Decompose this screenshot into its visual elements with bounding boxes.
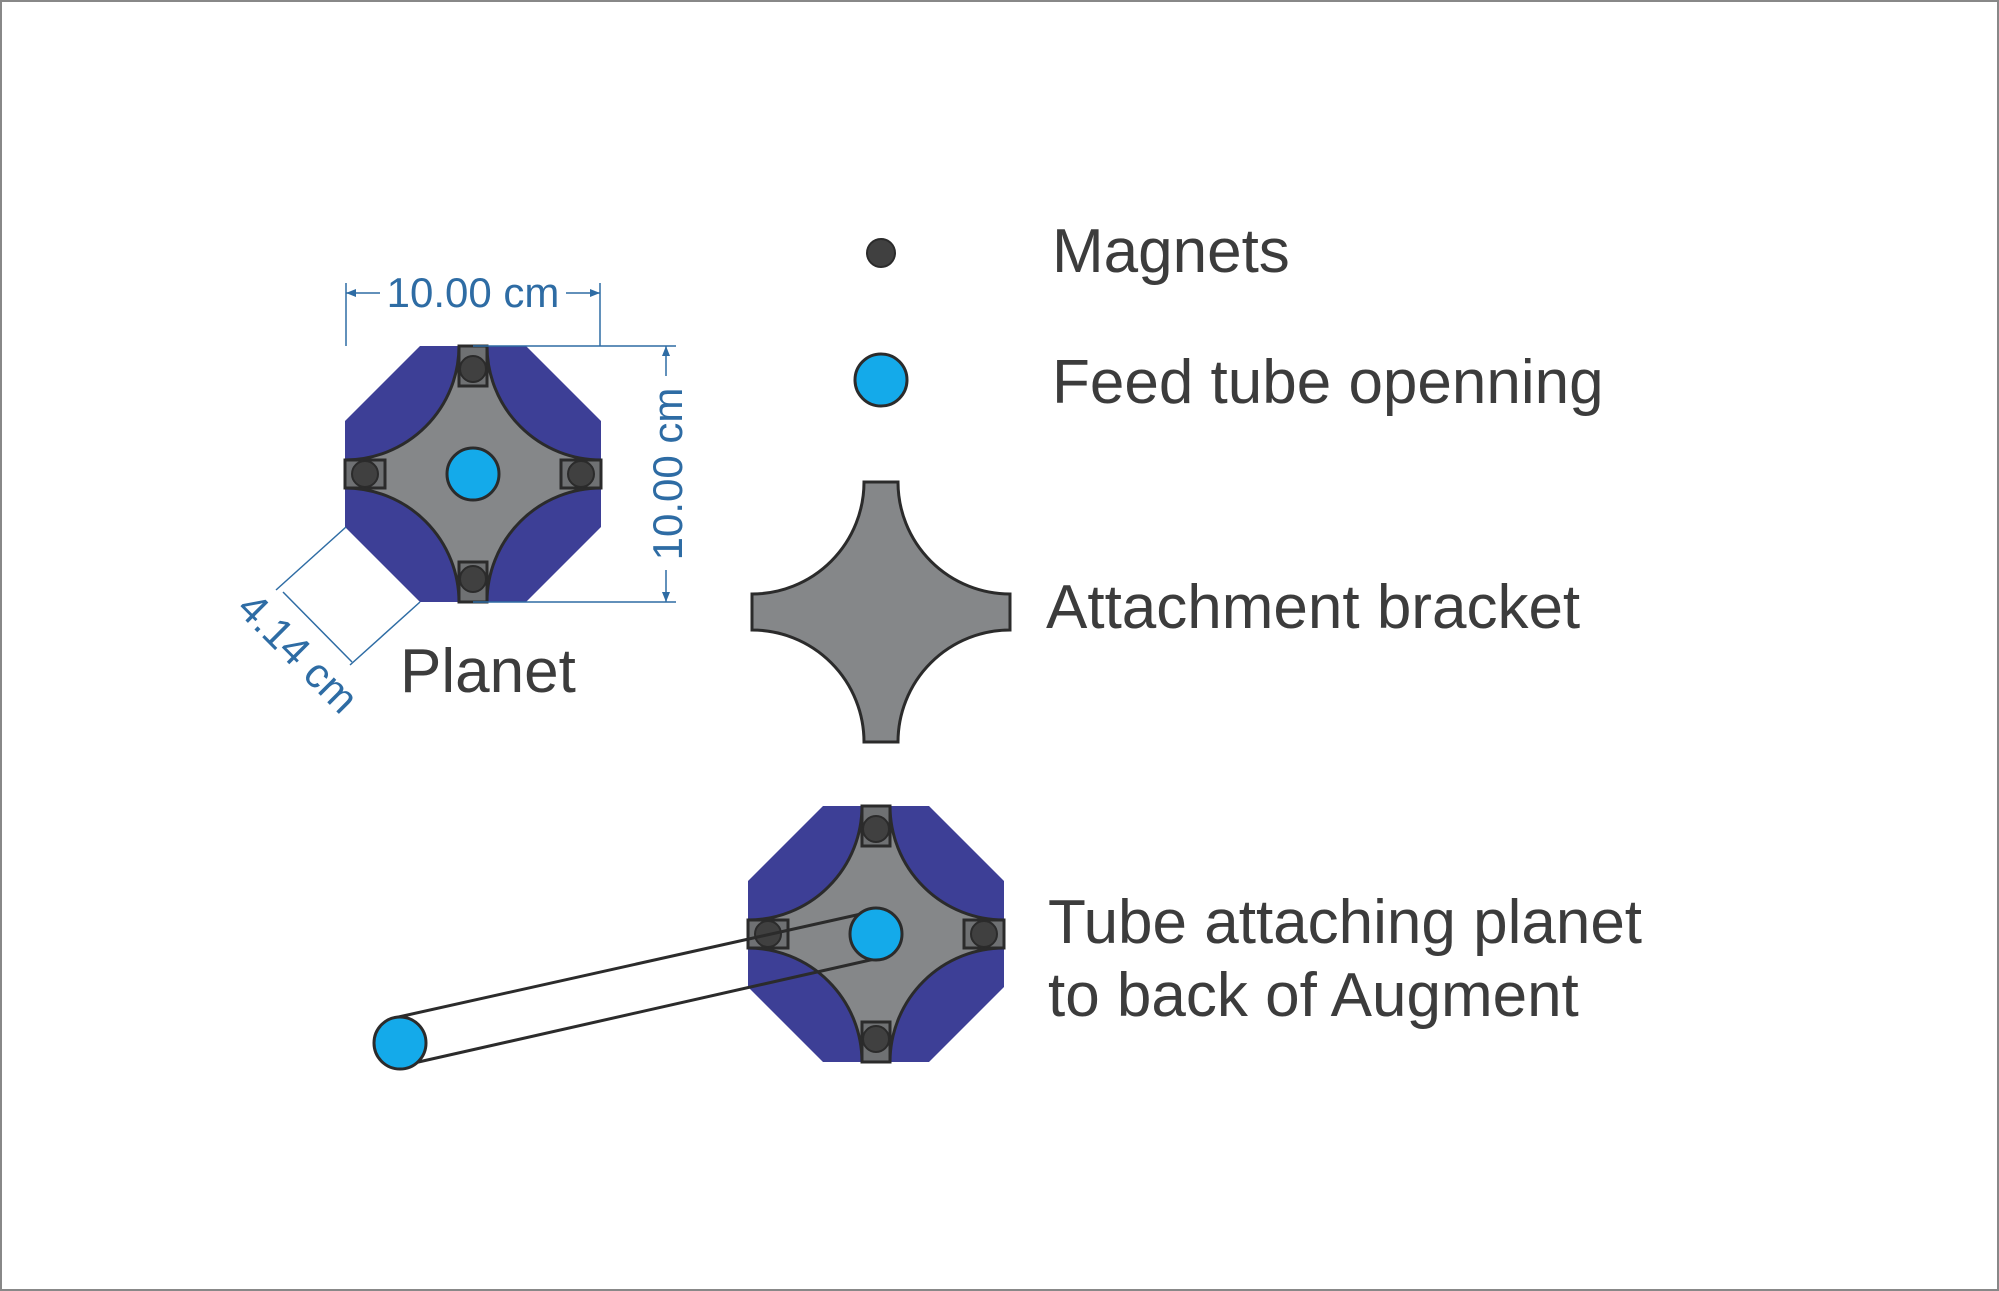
magnet-right (567, 460, 595, 488)
legend-magnets-label: Magnets (1052, 217, 1290, 286)
legend-bracket-label: Attachment bracket (1046, 573, 1580, 642)
planet-label: Planet (400, 637, 576, 706)
legend-tube-label-line2: to back of Augment (1048, 961, 1579, 1030)
width-dimension: 10.00 cm (345, 269, 601, 346)
legend-feed-tube-icon (853, 352, 909, 408)
legend-bracket-shape (750, 480, 1012, 744)
width-dimension-label: 10.00 cm (387, 269, 560, 316)
legend-feed-tube-label: Feed tube openning (1052, 348, 1604, 417)
legend-tube-label-line1: Tube attaching planet (1048, 888, 1642, 957)
magnet-right (970, 920, 998, 948)
magnet-top (459, 355, 487, 383)
feed-tube-opening (848, 906, 904, 962)
planet-bottom (746, 804, 1006, 1064)
magnet-bottom (459, 565, 487, 593)
magnet-top (862, 815, 890, 843)
magnet-bottom (862, 1025, 890, 1053)
tube-end-opening (372, 1015, 428, 1071)
legend-magnet-icon (866, 238, 896, 268)
attachment-tube (372, 906, 904, 1071)
planet-top (343, 344, 603, 604)
height-dimension-label: 10.00 cm (644, 388, 691, 561)
feed-tube-opening (445, 446, 501, 502)
height-dimension: 10.00 cm (473, 345, 691, 603)
magnet-left (351, 460, 379, 488)
